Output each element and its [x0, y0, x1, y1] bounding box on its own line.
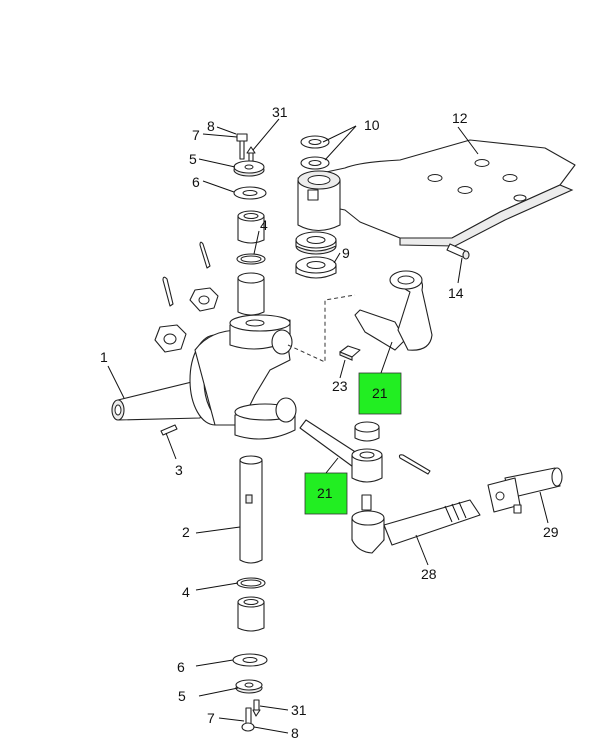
steering-knuckle-part-1[interactable]: [111, 314, 297, 440]
callout-31-lower: 31: [291, 702, 307, 718]
callout-21-lower: 21: [317, 485, 333, 501]
callout-labels: 1 2 3 4 4 5 5 6 6 7 7 8 8 9 10 12 14 21 …: [100, 104, 559, 741]
lower-seal-ring-part-4[interactable]: [236, 577, 266, 589]
lower-gasket-part-6[interactable]: [232, 653, 268, 667]
callout-31-upper: 31: [272, 104, 288, 120]
callout-2: 2: [182, 524, 190, 540]
steering-arm-part-21-upper[interactable]: [354, 270, 433, 351]
leader-lines: [107, 118, 549, 734]
callout-8-upper: 8: [207, 118, 215, 134]
callout-4-lower: 4: [182, 584, 190, 600]
tie-rod-arm-part-21-lower[interactable]: [299, 419, 383, 483]
lower-cap-screw-part-7-8[interactable]: [241, 707, 255, 732]
callout-7-upper: 7: [192, 127, 200, 143]
key-part-23[interactable]: [339, 345, 361, 361]
callout-8-lower: 8: [291, 725, 299, 741]
callout-23: 23: [332, 378, 348, 394]
callout-5-lower: 5: [178, 688, 186, 704]
tie-rod-tube-part-29[interactable]: [487, 467, 563, 514]
callout-3: 3: [175, 462, 183, 478]
cotter-pin-right[interactable]: [398, 454, 431, 475]
callout-6-upper: 6: [192, 174, 200, 190]
thrust-washers-part-10[interactable]: [300, 135, 330, 170]
upper-seal-ring-part-4[interactable]: [236, 253, 266, 265]
cotter-pin-left[interactable]: [162, 276, 174, 307]
castle-nut-upper[interactable]: [189, 287, 219, 312]
callout-7-lower: 7: [207, 710, 215, 726]
upper-sleeve[interactable]: [237, 272, 265, 316]
alignment-line: [287, 294, 356, 363]
callout-21-upper: 21: [372, 385, 388, 401]
axle-beam-part-12[interactable]: [297, 139, 576, 247]
castle-nut-lower[interactable]: [154, 324, 187, 353]
callout-6-lower: 6: [177, 659, 185, 675]
cotter-pin-upper[interactable]: [199, 241, 211, 269]
lower-bushing[interactable]: [237, 596, 265, 632]
lower-cap-part-5[interactable]: [235, 679, 263, 694]
lower-grease-fitting-part-31[interactable]: [252, 699, 261, 717]
upper-cap-screw-part-7-8[interactable]: [236, 133, 248, 160]
tie-rod-end-part-28[interactable]: [351, 494, 481, 554]
upper-cap-part-5[interactable]: [233, 160, 265, 177]
seals-part-9[interactable]: [295, 231, 337, 279]
king-pin-part-2[interactable]: [239, 455, 263, 564]
callout-28: 28: [421, 566, 437, 582]
key-pin-part-14[interactable]: [446, 243, 470, 260]
callout-4-upper: 4: [260, 217, 268, 233]
upper-gasket-part-6[interactable]: [233, 186, 267, 200]
highlight-part-21-lower[interactable]: [304, 472, 348, 515]
callout-9: 9: [342, 245, 350, 261]
callout-5-upper: 5: [189, 151, 197, 167]
callout-29: 29: [543, 524, 559, 540]
pin-part-3[interactable]: [160, 424, 178, 436]
callout-10: 10: [364, 117, 380, 133]
highlight-part-21-upper[interactable]: [358, 372, 402, 415]
callout-14: 14: [448, 285, 464, 301]
callout-12: 12: [452, 110, 468, 126]
callout-1: 1: [100, 349, 108, 365]
